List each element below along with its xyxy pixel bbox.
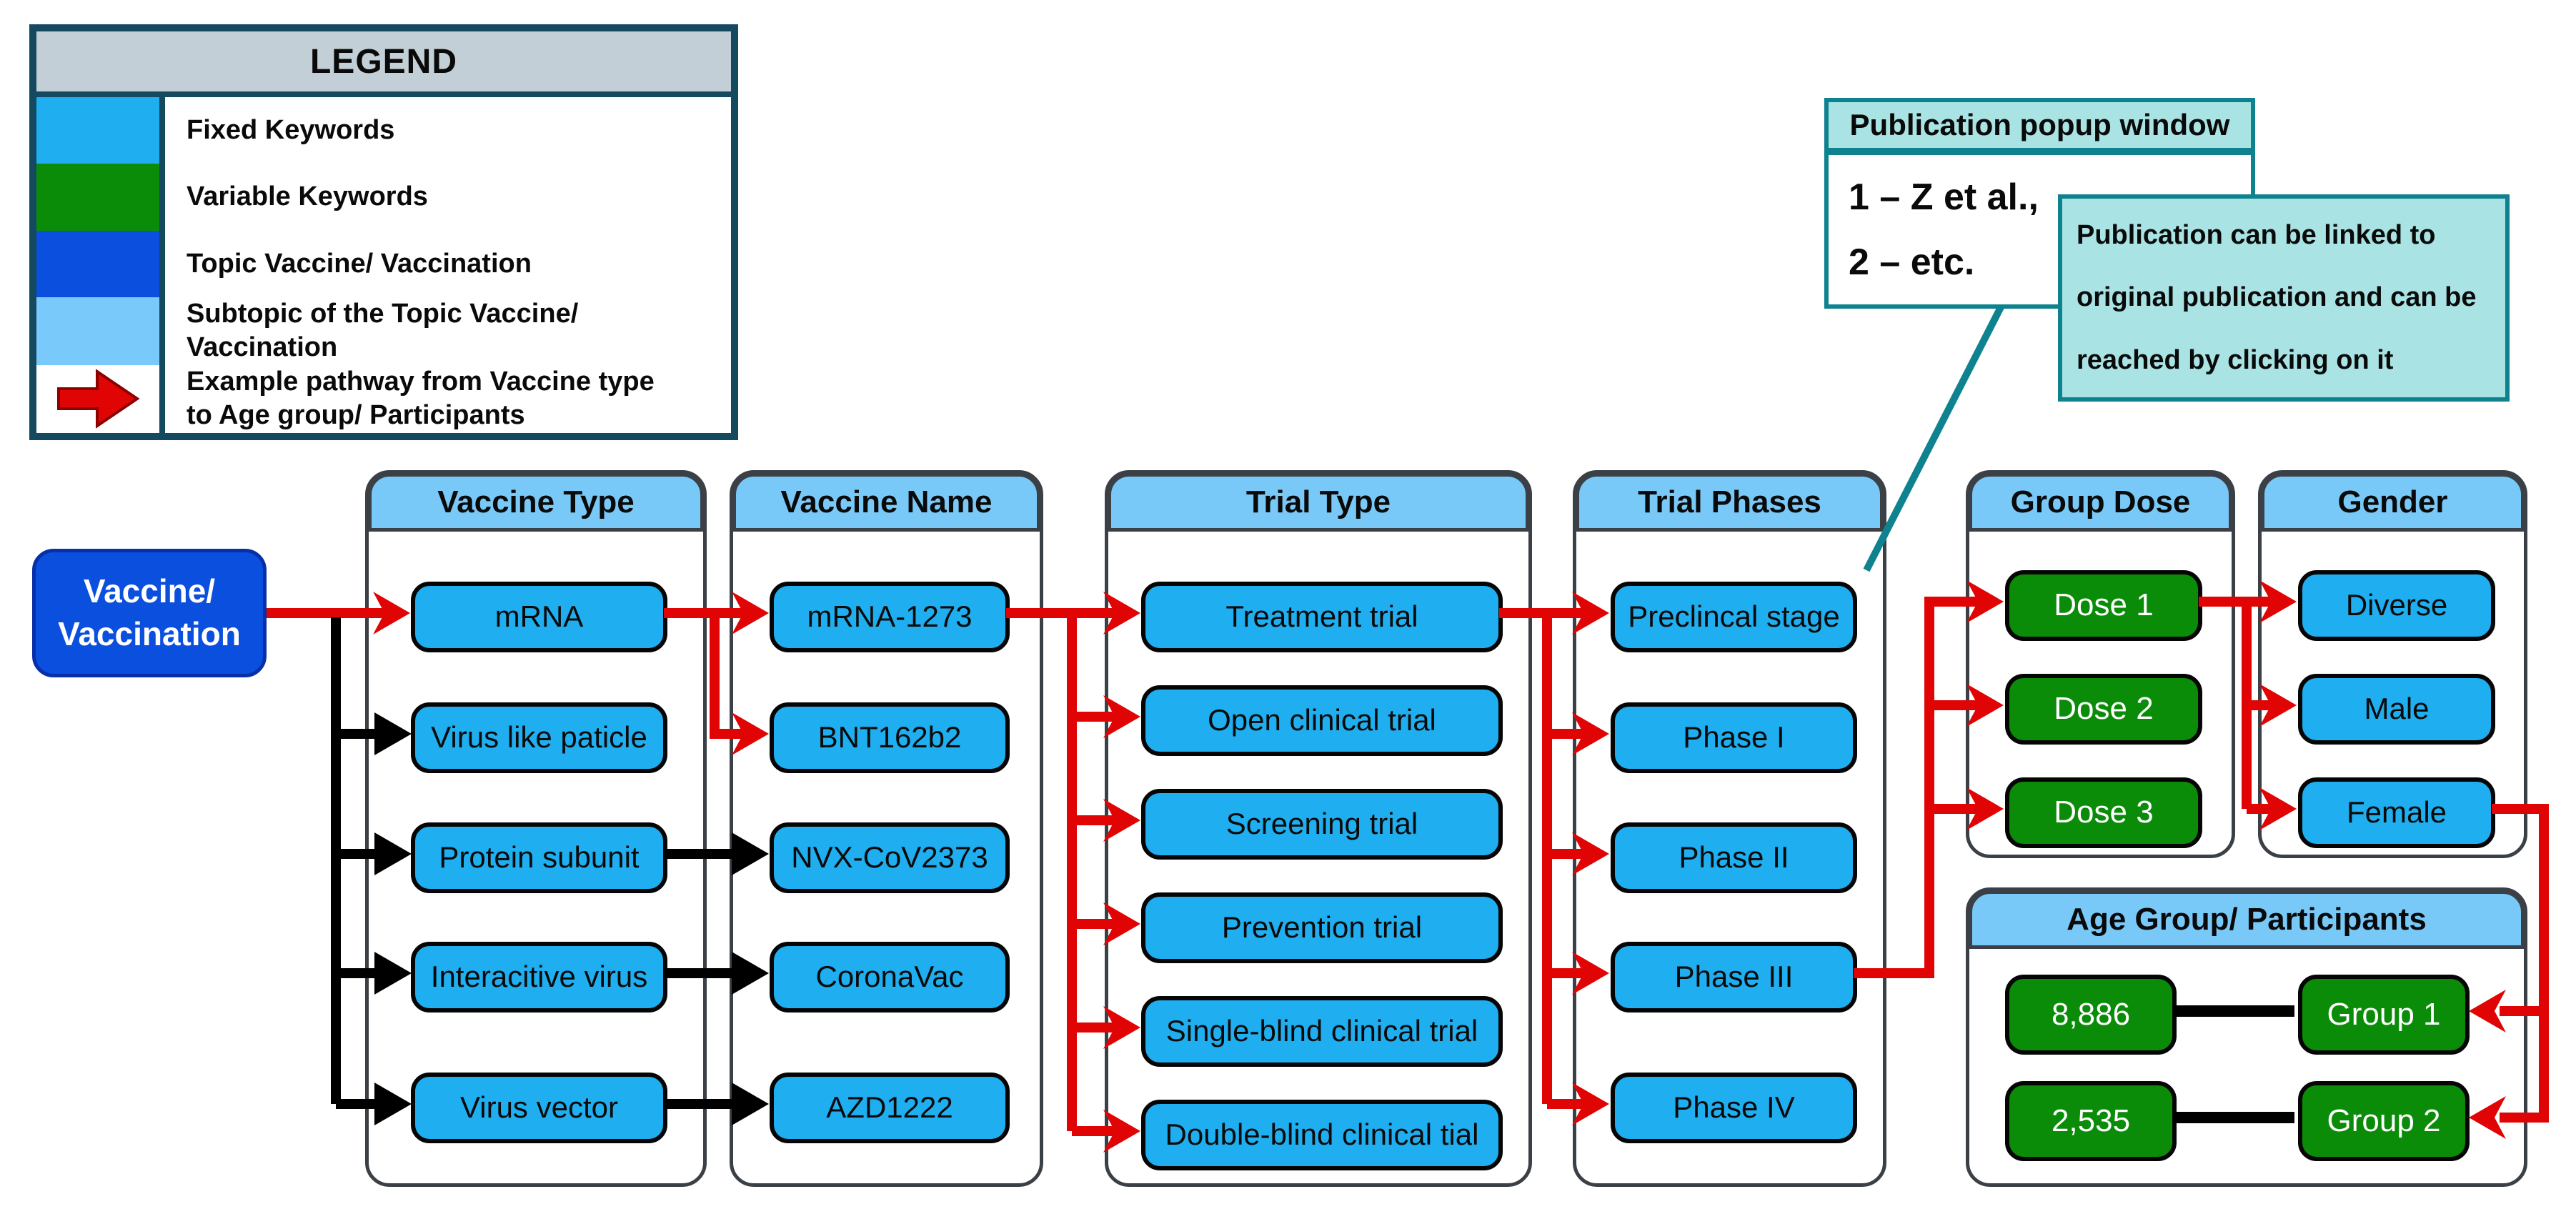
node-mrna-1273[interactable]: mRNA-1273 bbox=[770, 581, 1010, 652]
note-line-3: reached by clicking on it bbox=[2077, 344, 2394, 375]
legend-label: Topic Vaccine/ Vaccination bbox=[187, 248, 532, 279]
node-preclincal-stage[interactable]: Preclincal stage bbox=[1611, 581, 1857, 652]
panel-title: Vaccine Type bbox=[368, 473, 704, 532]
node-phase-i[interactable]: Phase I bbox=[1611, 702, 1857, 773]
node-coronavac[interactable]: CoronaVac bbox=[770, 941, 1010, 1012]
legend-title: LEGEND bbox=[36, 31, 731, 97]
node-dose-3[interactable]: Dose 3 bbox=[2005, 777, 2202, 848]
panel-title: Trial Type bbox=[1108, 473, 1529, 532]
node-azd1222[interactable]: AZD1222 bbox=[770, 1072, 1010, 1143]
legend-swatch-variable-keywords bbox=[36, 164, 165, 231]
panel-age-group-participants: Age Group/ Participants 8,886 Group 1 2,… bbox=[1966, 887, 2527, 1187]
node-mrna[interactable]: mRNA bbox=[411, 581, 667, 652]
node-double-blind-clinical-tial[interactable]: Double-blind clinical tial bbox=[1141, 1099, 1503, 1170]
node-participants-8886[interactable]: 8,886 bbox=[2005, 975, 2177, 1055]
red-arrow-icon bbox=[57, 369, 140, 429]
node-vaccine-vaccination[interactable]: Vaccine/ Vaccination bbox=[32, 549, 267, 677]
legend-row: Variable Keywords bbox=[36, 164, 731, 231]
note-line-1: Publication can be linked to bbox=[2077, 220, 2436, 251]
legend-row: Subtopic of the Topic Vaccine/ Vaccinati… bbox=[36, 297, 731, 365]
root-label-line2: Vaccination bbox=[58, 615, 241, 652]
legend-swatch-fixed-keywords bbox=[36, 97, 165, 164]
note-line-2: original publication and can be bbox=[2077, 282, 2477, 313]
node-virus-like-paticle[interactable]: Virus like paticle bbox=[411, 702, 667, 773]
publication-popup-title-bar: Publication popup window bbox=[1824, 98, 2255, 152]
panel-title: Age Group/ Participants bbox=[1969, 890, 2525, 949]
node-phase-iv[interactable]: Phase IV bbox=[1611, 1072, 1857, 1143]
node-participants-2535[interactable]: 2,535 bbox=[2005, 1081, 2177, 1161]
node-interacitive-virus[interactable]: Interacitive virus bbox=[411, 941, 667, 1012]
node-bnt162b2[interactable]: BNT162b2 bbox=[770, 702, 1010, 773]
node-treatment-trial[interactable]: Treatment trial bbox=[1141, 581, 1503, 652]
publication-entry-1[interactable]: 1 – Z et al., bbox=[1849, 176, 2039, 219]
legend-row: Topic Vaccine/ Vaccination bbox=[36, 230, 731, 297]
node-female[interactable]: Female bbox=[2298, 777, 2495, 848]
node-group-1[interactable]: Group 1 bbox=[2298, 975, 2470, 1055]
node-prevention-trial[interactable]: Prevention trial bbox=[1141, 892, 1503, 963]
legend-label: Variable Keywords bbox=[187, 181, 428, 212]
panel-title: Vaccine Name bbox=[732, 473, 1040, 532]
node-virus-vector[interactable]: Virus vector bbox=[411, 1072, 667, 1143]
node-male[interactable]: Male bbox=[2298, 673, 2495, 745]
publication-popup-window: 1 – Z et al., 2 – etc. bbox=[1824, 151, 2255, 309]
panel-title: Group Dose bbox=[1969, 473, 2232, 532]
node-phase-iii[interactable]: Phase III bbox=[1611, 941, 1857, 1012]
node-open-clinical-trial[interactable]: Open clinical trial bbox=[1141, 685, 1503, 756]
publication-popup-title: Publication popup window bbox=[1849, 108, 2230, 141]
legend-row: Example pathway from Vaccine type to Age… bbox=[36, 364, 731, 433]
node-dose-1[interactable]: Dose 1 bbox=[2005, 569, 2202, 641]
node-dose-2[interactable]: Dose 2 bbox=[2005, 673, 2202, 745]
publication-entry-2[interactable]: 2 – etc. bbox=[1849, 241, 1975, 283]
legend-swatch-topic-vaccine-vaccination bbox=[36, 230, 165, 297]
legend-label: Example pathway from Vaccine type to Age… bbox=[187, 366, 655, 431]
red-arrow-icon bbox=[36, 364, 165, 433]
publication-note-callout: Publication can be linked to original pu… bbox=[2058, 194, 2510, 402]
legend-label: Subtopic of the Topic Vaccine/ Vaccinati… bbox=[187, 298, 579, 363]
node-protein-subunit[interactable]: Protein subunit bbox=[411, 822, 667, 893]
legend-label: Fixed Keywords bbox=[187, 114, 395, 145]
node-diverse[interactable]: Diverse bbox=[2298, 569, 2495, 641]
panel-title: Gender bbox=[2261, 473, 2525, 532]
node-single-blind-clinical-trial[interactable]: Single-blind clinical trial bbox=[1141, 995, 1503, 1067]
panel-title: Trial Phases bbox=[1576, 473, 1884, 532]
node-group-2[interactable]: Group 2 bbox=[2298, 1081, 2470, 1161]
node-phase-ii[interactable]: Phase II bbox=[1611, 822, 1857, 893]
root-label-line1: Vaccine/ bbox=[83, 572, 216, 610]
node-screening-trial[interactable]: Screening trial bbox=[1141, 788, 1503, 860]
node-nvx-cov2373[interactable]: NVX-CoV2373 bbox=[770, 822, 1010, 893]
legend-row: Fixed Keywords bbox=[36, 97, 731, 164]
legend-swatch-subtopic-of-the-topic-vaccine-vaccination bbox=[36, 297, 165, 365]
